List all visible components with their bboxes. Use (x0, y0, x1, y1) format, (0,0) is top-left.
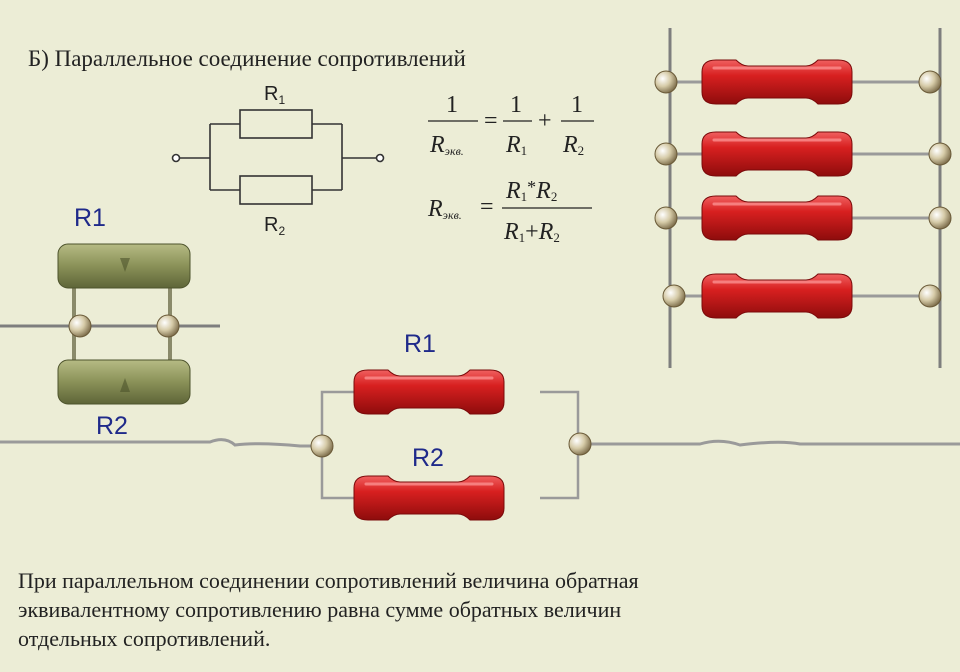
solder-joint (68, 314, 92, 338)
red-label-r1: R1 (404, 330, 436, 358)
svg-text:R1: R1 (505, 132, 527, 158)
red-resistor-pair (0, 368, 960, 522)
solder-joint (310, 434, 334, 458)
resistor-ladder (654, 28, 952, 368)
red-label-r2: R2 (412, 444, 444, 472)
green-resistor-pair (0, 243, 220, 405)
red-resistor-r1 (352, 368, 506, 416)
schematic-resistor-r2 (239, 175, 313, 205)
caption: При параллельном соединении сопротивлени… (18, 566, 918, 653)
solder-joint (156, 314, 180, 338)
schematic (171, 109, 385, 205)
output-lead-wire (585, 439, 960, 447)
green-label-r1: R1 (74, 204, 106, 232)
formula-product-over-sum: Rэкв. = R1*R2 R1+R2 (427, 177, 592, 245)
ladder-rung (654, 58, 942, 106)
svg-text:Rэкв.: Rэкв. (427, 196, 462, 222)
schematic-label-r1: R1 (264, 83, 285, 107)
ladder-rung (654, 130, 952, 178)
svg-text:R2: R2 (562, 132, 584, 158)
input-lead-wire (0, 438, 322, 448)
svg-text:=: = (484, 108, 498, 134)
formula-reciprocal: 1 Rэкв. = 1 R1 + 1 R2 (428, 92, 594, 158)
svg-text:Rэкв.: Rэкв. (429, 132, 464, 158)
ladder-rung (662, 272, 942, 320)
heading: Б) Параллельное соединение сопротивлений (28, 46, 466, 71)
svg-text:+: + (538, 108, 552, 134)
schematic-terminal-left (171, 153, 181, 163)
schematic-label-r2: R2 (264, 214, 285, 238)
svg-text:R1+R2: R1+R2 (503, 219, 560, 245)
red-resistor-r2 (352, 474, 506, 522)
green-label-r2: R2 (96, 412, 128, 440)
svg-text:1: 1 (446, 92, 458, 118)
caption-line: При параллельном соединении сопротивлени… (18, 568, 639, 593)
schematic-terminal-right (375, 153, 385, 163)
svg-text:1: 1 (510, 92, 522, 118)
svg-text:1: 1 (571, 92, 583, 118)
svg-text:=: = (480, 194, 494, 220)
svg-text:R1*R2: R1*R2 (505, 177, 557, 204)
caption-line: отдельных сопротивлений. (18, 626, 271, 651)
solder-joint (568, 432, 592, 456)
schematic-resistor-r1 (239, 109, 313, 139)
caption-line: эквивалентному сопротивлению равна сумме… (18, 597, 622, 622)
ladder-rung (654, 194, 952, 242)
